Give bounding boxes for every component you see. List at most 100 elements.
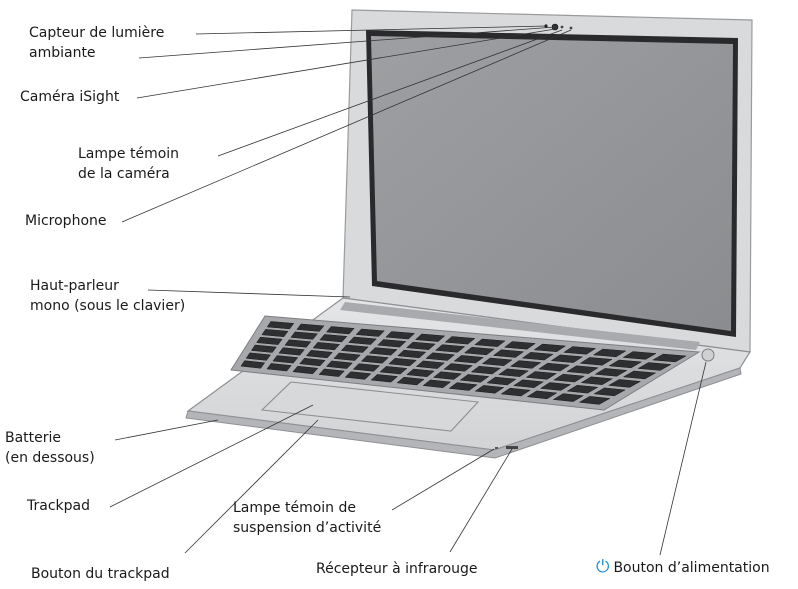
keyboard-key [533, 343, 567, 353]
keyboard-key [425, 352, 456, 361]
keyboard-key [422, 379, 452, 388]
keyboard-key [538, 362, 571, 372]
keyboard-key [406, 368, 435, 378]
keyboard-key [607, 379, 642, 388]
keyboard-key [448, 382, 478, 391]
keyboard-key [406, 341, 436, 350]
camera-indicator-dot [560, 25, 564, 29]
keyboard-key [278, 347, 305, 356]
keyboard-key [637, 362, 672, 371]
keyboard-key [525, 371, 558, 380]
keyboard-key [325, 360, 353, 369]
keyboard-key [432, 371, 463, 380]
keyboard-key [340, 344, 369, 353]
keyboard-key [459, 374, 490, 383]
keyboard-key [594, 368, 628, 377]
keyboard-key [352, 363, 381, 372]
keyboard-key [305, 350, 333, 359]
keyboard-key [592, 348, 627, 358]
label-power-button: ⏻Bouton d’alimentation [596, 557, 770, 577]
keyboard-key [377, 339, 407, 348]
keyboard-key [481, 357, 513, 366]
keyboard-key [474, 338, 506, 347]
keyboard-key [521, 352, 554, 361]
keyboard-key [299, 357, 326, 367]
keyboard-key [608, 359, 643, 369]
keyboard-key [290, 331, 318, 340]
keyboard-key [486, 376, 517, 386]
keyboard-key [470, 365, 502, 375]
keyboard-key [492, 349, 525, 358]
label-trackpad-button: Bouton du trackpad [31, 566, 170, 582]
keyboard-key [348, 336, 377, 345]
keyboard-key [463, 346, 495, 356]
laptop-base [185, 297, 752, 459]
keyboard-key [500, 387, 531, 397]
keyboard-key [415, 360, 445, 369]
laptop-screen [371, 36, 733, 331]
label-ambient-light-sensor: Capteur de lumière ambiante [29, 25, 165, 61]
label-isight-camera: Caméra iSight [20, 89, 120, 105]
label-infrared-receiver: Récepteur à infrarouge [316, 561, 478, 577]
keyboard-key [333, 352, 361, 361]
keyboard-key [266, 321, 295, 330]
keyboard-key [552, 393, 585, 402]
keyboard-key [284, 339, 312, 348]
keyboard-key [652, 353, 687, 363]
keyboard-key [266, 363, 292, 372]
keyboard-key [318, 368, 345, 377]
keyboard-key [296, 323, 325, 332]
keyboard-key [509, 360, 542, 369]
keyboard-key [245, 352, 272, 361]
keyboard-key [326, 326, 355, 335]
label-battery: Batterie (en dessous) [5, 430, 95, 466]
keyboard-key [539, 382, 572, 391]
microphone-dot [569, 26, 573, 30]
keyboard-key [360, 355, 389, 364]
keyboard-key [453, 355, 484, 364]
keyboard-key [388, 357, 417, 367]
keyboard-key [256, 336, 283, 345]
power-icon: ⏻ [596, 557, 610, 577]
keyboard-key [474, 385, 505, 394]
keyboard-key [580, 376, 614, 385]
power-button-shape [701, 348, 715, 362]
keyboard-key [250, 344, 277, 353]
keyboard-key [444, 336, 476, 345]
keyboard-key [513, 379, 545, 388]
keyboard-key [579, 357, 613, 366]
keyboard-key [550, 354, 584, 363]
keyboard-key [563, 346, 597, 355]
keyboard-key [396, 376, 425, 386]
keyboard-key [385, 331, 416, 340]
keyboard-key [292, 365, 319, 375]
keyboard-key [312, 342, 341, 351]
keyboard-key [368, 347, 398, 356]
keyboard-key [355, 328, 385, 337]
keyboard-key [261, 329, 289, 338]
label-camera-indicator-light: Lampe témoin de la caméra [78, 146, 180, 182]
keyboard-key [397, 349, 427, 359]
keyboard-key [503, 341, 536, 350]
keyboard-key [443, 363, 474, 372]
trackpad-surface [260, 381, 480, 432]
keyboard-key [526, 390, 558, 400]
keyboard-key [272, 355, 299, 364]
leader-lines [109, 25, 707, 556]
keyboard-key [566, 365, 599, 374]
keyboard-key [319, 334, 348, 343]
keyboard-key [344, 371, 372, 380]
keyboard-key [240, 360, 266, 369]
keyboard-key [379, 366, 408, 375]
keyboard-key [498, 368, 530, 377]
label-microphone: Microphone [25, 213, 107, 229]
keyboard-key [414, 333, 446, 342]
label-trackpad: Trackpad [27, 498, 90, 514]
keyboard-key [593, 387, 626, 397]
keyboard-key [622, 370, 657, 380]
keyboard-key [578, 396, 611, 405]
keyboard-key [553, 373, 586, 383]
keyboard-key [370, 374, 399, 383]
